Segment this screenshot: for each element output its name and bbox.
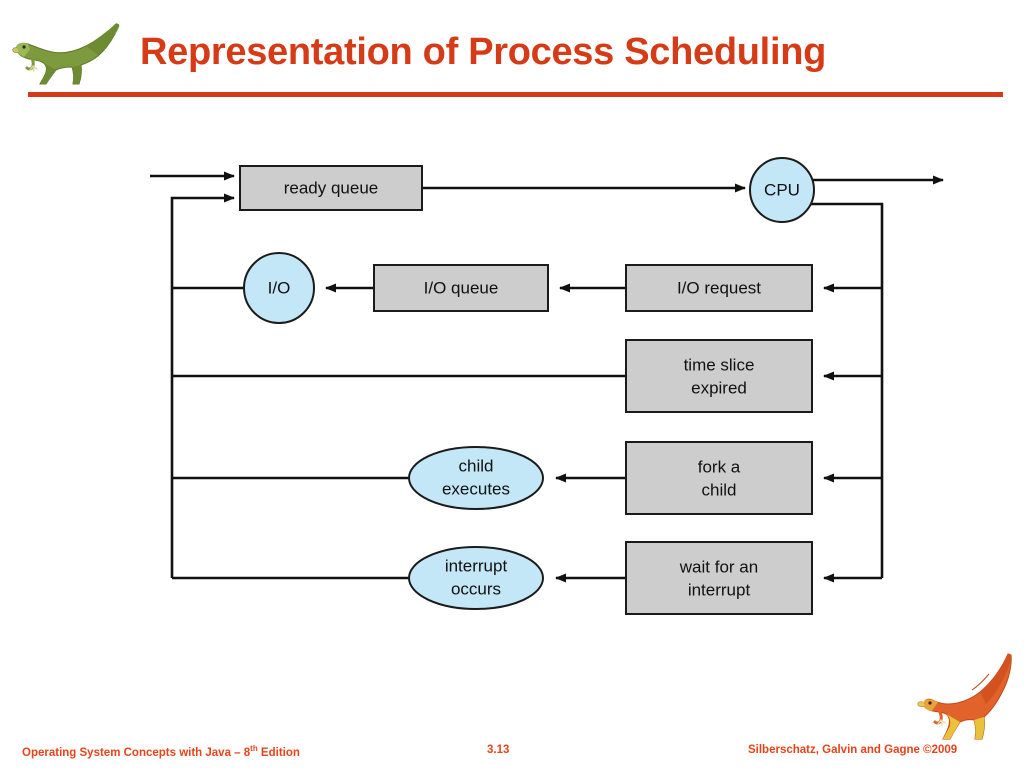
node-fork-a-child[interactable]: fork a child: [625, 441, 813, 515]
node-io-request-label: I/O request: [677, 278, 761, 297]
edge-layer: [150, 171, 944, 583]
node-cpu-label: CPU: [764, 180, 800, 199]
node-interrupt-occurs-label-line1: interrupt: [445, 556, 508, 575]
node-child-executes[interactable]: child executes: [408, 446, 544, 510]
node-io-request[interactable]: I/O request: [625, 264, 813, 312]
node-fork-a-child-label-line2: child: [702, 480, 737, 499]
process-scheduling-diagram: ready queue CPU I/O I/O queue I/O reques…: [0, 108, 1024, 648]
slide-number: 3.13: [487, 744, 510, 756]
footer-edition-suffix: Edition: [257, 746, 300, 759]
node-time-slice-expired[interactable]: time slice expired: [625, 339, 813, 413]
footer-edition-ordinal: th: [250, 744, 258, 753]
node-child-executes-label-line2: executes: [442, 479, 510, 498]
footer-edition-text: Operating System Concepts with Java – 8t…: [22, 744, 300, 759]
node-child-executes-label-line1: child: [459, 456, 494, 475]
node-time-slice-expired-label-line1: time slice: [684, 355, 755, 374]
node-ready-queue[interactable]: ready queue: [239, 165, 423, 211]
node-interrupt-occurs-label-line2: occurs: [451, 579, 501, 598]
node-time-slice-expired-label-line2: expired: [691, 378, 747, 397]
node-io-queue[interactable]: I/O queue: [373, 264, 549, 312]
node-io[interactable]: I/O: [243, 252, 315, 324]
slide-header: Representation of Process Scheduling: [0, 0, 1024, 108]
footer-edition-text-main: Operating System Concepts with Java – 8: [22, 746, 251, 759]
title-underline-rule: [28, 92, 1003, 97]
footer-copyright: Silberschatz, Galvin and Gagne ©2009: [748, 744, 958, 756]
node-interrupt-occurs[interactable]: interrupt occurs: [408, 546, 544, 610]
node-io-label: I/O: [268, 278, 291, 297]
node-cpu[interactable]: CPU: [749, 157, 815, 223]
page-title: Representation of Process Scheduling: [140, 31, 827, 73]
node-ready-queue-label: ready queue: [284, 178, 379, 197]
edge-left-return-bus: [170, 193, 235, 578]
node-wait-for-an-interrupt-label-line1: wait for an: [679, 557, 758, 576]
node-io-queue-label: I/O queue: [424, 278, 499, 297]
node-wait-for-an-interrupt-label-line2: interrupt: [688, 580, 751, 599]
green-dinosaur-icon: [12, 22, 120, 85]
node-wait-for-an-interrupt[interactable]: wait for an interrupt: [625, 541, 813, 615]
node-fork-a-child-label-line1: fork a: [698, 457, 741, 476]
slide-footer: Operating System Concepts with Java – 8t…: [0, 653, 1024, 768]
orange-dinosaur-icon: [917, 653, 1012, 740]
edge-cpu-right-bus: [806, 202, 884, 578]
